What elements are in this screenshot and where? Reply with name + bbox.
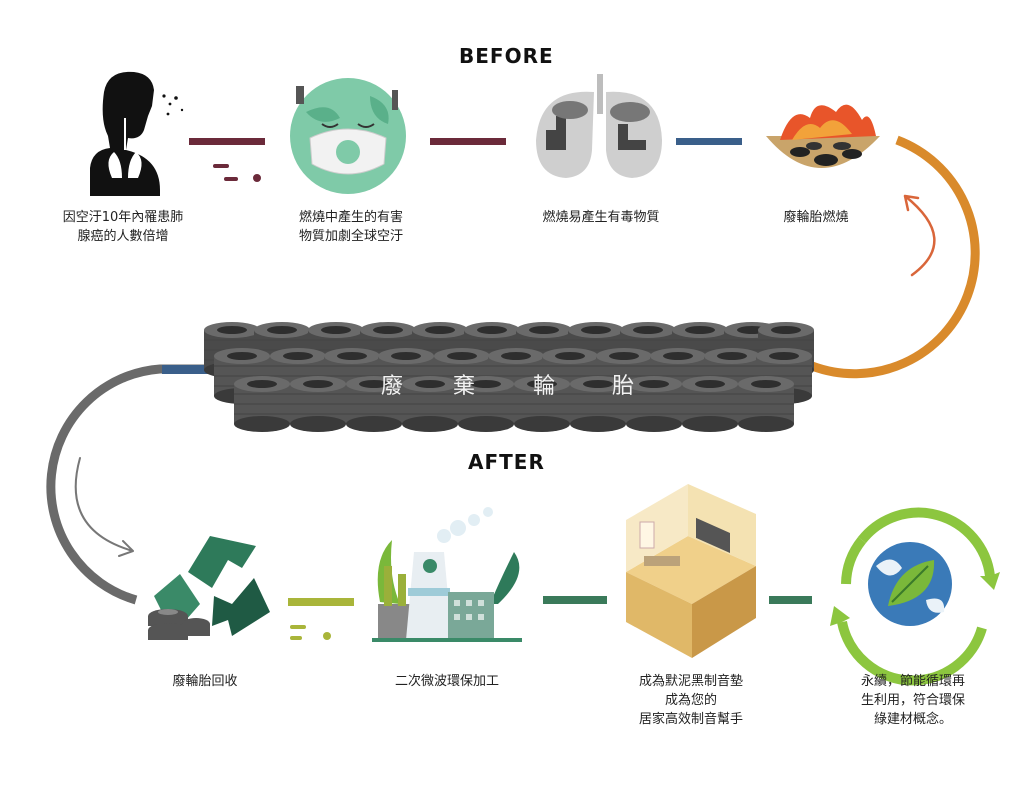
tire-icon (346, 376, 402, 432)
caption-line: 永續，節能循環再 (860, 674, 965, 689)
caption-line: 綠建材概念。 (873, 712, 952, 727)
person-breathing-lungs-icon (90, 71, 184, 196)
after-connector-3 (769, 596, 812, 604)
tire-pile-icon (204, 322, 814, 432)
recycling-earth-leaf-icon (830, 507, 1000, 686)
before-connector-1 (189, 138, 265, 182)
caption-line: 燃燒易產生有毒物質 (542, 210, 660, 225)
burning-tires-icon (766, 104, 880, 168)
caption-line: 因空汙10年內罹患肺 (62, 210, 184, 225)
caption-line: 物質加劇全球空汙 (298, 229, 403, 244)
caption-line: 成為默泥黑制音墊 (638, 674, 743, 689)
tire-icon (234, 376, 290, 432)
before-step-caption-3: 燃燒易產生有毒物質 (516, 208, 686, 227)
before-heading: BEFORE (459, 44, 554, 68)
tire-icon (682, 376, 738, 432)
blue-link-segment (162, 365, 210, 374)
earth-with-mask-icon (290, 78, 406, 194)
caption-line: 生利用，符合環保 (860, 693, 965, 708)
after-connector-1 (288, 598, 354, 640)
tire-label-1: 廢 (381, 374, 406, 399)
tire-icon (626, 376, 682, 432)
tire-icon (570, 376, 626, 432)
polluted-lungs-icon (536, 74, 662, 178)
before-connector-3 (676, 138, 742, 145)
orange-return-arc (810, 135, 980, 379)
caption-line: 廢輪胎燃燒 (783, 210, 849, 225)
tire-icon (738, 376, 794, 432)
home-theater-room-icon (626, 484, 756, 658)
before-step-caption-1: 因空汙10年內罹患肺 腺癌的人數倍增 (48, 208, 198, 246)
caption-line: 成為您的 (664, 693, 717, 708)
tire-icon (290, 376, 346, 432)
after-step-caption-1: 廢輪胎回收 (140, 672, 270, 691)
after-connector-2 (543, 596, 607, 604)
after-step-caption-4: 永續，節能循環再 生利用，符合環保 綠建材概念。 (838, 672, 988, 729)
orange-arrow-icon (903, 194, 936, 277)
caption-line: 燃燒中產生的有害 (298, 210, 403, 225)
before-connector-2 (430, 138, 506, 145)
after-step-caption-2: 二次微波環保加工 (372, 672, 522, 691)
caption-line: 廢輪胎回收 (172, 674, 238, 689)
caption-line: 腺癌的人數倍增 (77, 229, 169, 244)
caption-line: 居家高效制音幫手 (638, 712, 743, 727)
microwave-factory-icon (372, 507, 522, 642)
before-step-caption-2: 燃燒中產生的有害 物質加劇全球空汙 (276, 208, 426, 246)
recycle-tires-icon (148, 536, 270, 640)
gray-arrow-icon (74, 457, 134, 557)
after-heading: AFTER (468, 450, 545, 474)
after-step-caption-3: 成為默泥黑制音墊 成為您的 居家高效制音幫手 (616, 672, 766, 729)
gray-arc (46, 364, 210, 605)
caption-line: 二次微波環保加工 (394, 674, 499, 689)
tire-label-2: 棄 (453, 374, 478, 399)
tire-icon (458, 376, 514, 432)
tire-label-3: 輪 (533, 374, 558, 399)
tire-icon (402, 376, 458, 432)
tire-label-4: 胎 (612, 374, 637, 399)
before-step-caption-4: 廢輪胎燃燒 (756, 208, 876, 227)
tire-icon (514, 376, 570, 432)
